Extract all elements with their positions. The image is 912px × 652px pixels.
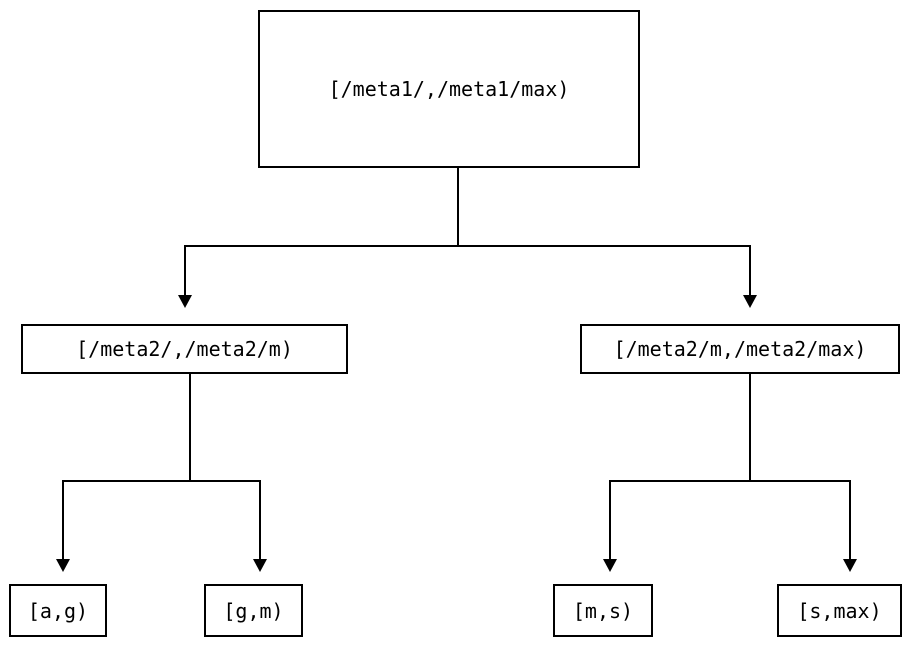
tree-node-leaf-smax[interactable]: [s,max) bbox=[777, 584, 902, 637]
tree-node-mid-left[interactable]: [/meta2/,/meta2/m) bbox=[21, 324, 348, 374]
edge-group-root bbox=[178, 168, 757, 308]
tree-node-root-label: [/meta1/,/meta1/max) bbox=[328, 77, 570, 101]
arrowhead-mid-right bbox=[743, 295, 757, 308]
arrowhead-leaf-ms bbox=[603, 559, 617, 572]
edge-group-mid-right bbox=[603, 374, 857, 572]
tree-node-leaf-ag-label: [a,g) bbox=[27, 598, 89, 623]
arrowhead-leaf-gm bbox=[253, 559, 267, 572]
tree-node-root[interactable]: [/meta1/,/meta1/max) bbox=[258, 10, 640, 168]
edge-group-mid-left bbox=[56, 374, 267, 572]
tree-node-leaf-gm[interactable]: [g,m) bbox=[204, 584, 303, 637]
tree-node-leaf-smax-label: [s,max) bbox=[797, 598, 882, 623]
arrowhead-leaf-ag bbox=[56, 559, 70, 572]
tree-node-leaf-gm-label: [g,m) bbox=[223, 598, 284, 623]
arrowhead-leaf-smax bbox=[843, 559, 857, 572]
arrowhead-mid-left bbox=[178, 295, 192, 308]
tree-node-mid-left-label: [/meta2/,/meta2/m) bbox=[76, 337, 293, 361]
tree-node-mid-right-label: [/meta2/m,/meta2/max) bbox=[613, 337, 867, 361]
tree-node-leaf-ms-label: [m,s) bbox=[572, 598, 634, 623]
tree-node-leaf-ms[interactable]: [m,s) bbox=[553, 584, 653, 637]
tree-node-leaf-ag[interactable]: [a,g) bbox=[9, 584, 107, 637]
tree-node-mid-right[interactable]: [/meta2/m,/meta2/max) bbox=[580, 324, 900, 374]
